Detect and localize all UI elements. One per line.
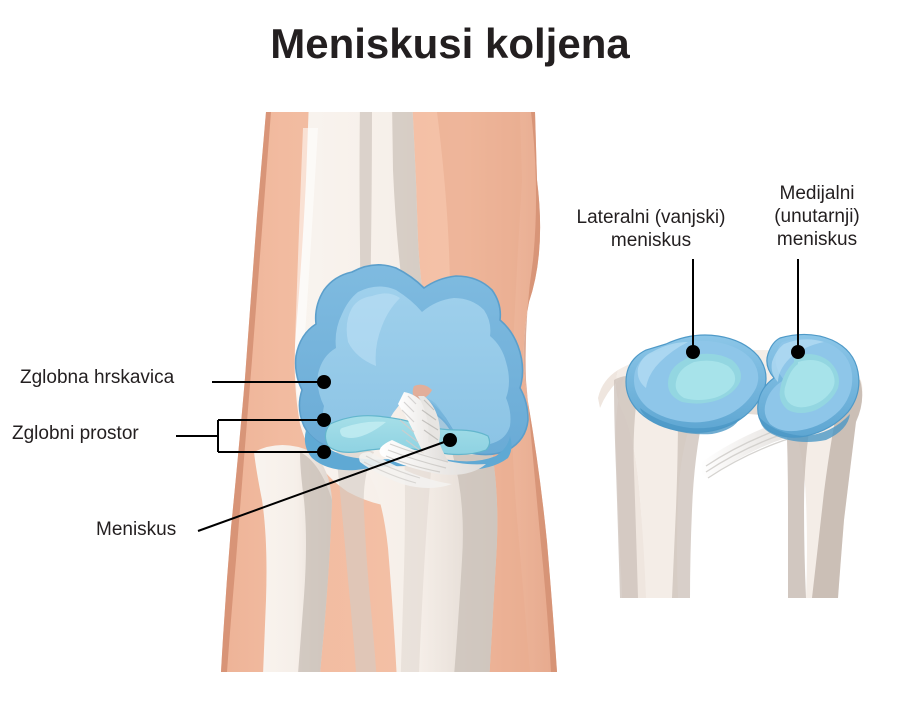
pcl-band [418, 396, 440, 446]
medial-meniscus [757, 333, 860, 442]
meniscus-rim-anterior [304, 430, 512, 471]
plateau-right-flare-shadow [812, 362, 863, 598]
label-lateral-meniscus-line2: meniskus [610, 230, 692, 251]
patellar-tendon-fibers [363, 455, 421, 484]
tibia-inner-shadow [336, 448, 378, 672]
patellar-tendon-band [359, 452, 452, 488]
intercondylar-notch [412, 384, 432, 400]
leader-lines [176, 259, 799, 532]
pcl-fibers [421, 399, 439, 441]
cruciate-ligaments [359, 392, 486, 488]
page-title: Meniskusi koljena [270, 20, 630, 67]
lateral-meniscus-under-rim [640, 408, 740, 435]
leader-line-meniscus [197, 440, 448, 532]
tibia-right-shadow [452, 452, 498, 672]
label-lateral-meniscus: Lateralni (vanjski) meniskus [556, 206, 746, 252]
label-articular-cartilage: Zglobna hrskavica [20, 367, 175, 388]
acl-band [398, 392, 450, 472]
lateral-meniscus-inner-fill [675, 360, 736, 400]
dot-joint-space-lower [317, 445, 331, 459]
lateral-meniscus [625, 334, 767, 435]
label-medial-meniscus-line3: meniskus [776, 229, 858, 250]
label-medial-meniscus-line1: Medijalni [779, 183, 855, 204]
dot-cartilage [317, 375, 331, 389]
acl-fibers [399, 395, 429, 463]
tibial-plateau-view [598, 333, 863, 598]
meniscus-rim-shape [304, 430, 512, 471]
anterior-knee-view [221, 112, 557, 672]
transverse-ligament-fibers [385, 443, 449, 473]
label-lateral-meniscus-line1: Lateralni (vanjski) [576, 207, 726, 228]
bones-and-joint [254, 112, 529, 672]
dot-meniscus [443, 433, 457, 447]
medial-meniscus-highlight [771, 339, 824, 382]
plateau-right-shadow [786, 407, 812, 598]
tibia-midline [400, 439, 434, 672]
dot-medial-meniscus [791, 345, 805, 359]
label-medial-meniscus: Medijalni (unutarnji) meniskus [752, 182, 882, 251]
plateau-left-shadow [614, 376, 640, 598]
plateau-mid-shadow [672, 408, 704, 598]
dot-lateral-meniscus [686, 345, 700, 359]
leader-dots [317, 345, 805, 459]
medial-meniscus-inner-fill [784, 360, 835, 408]
tibia [318, 433, 498, 672]
skin-left-edge [221, 112, 271, 672]
meniscus-highlight [340, 421, 386, 438]
label-joint-space: Zglobni prostor [12, 423, 139, 444]
dot-joint-space-upper [317, 413, 331, 427]
label-medial-meniscus-line2: (unutarnji) [774, 206, 860, 227]
label-meniscus: Meniskus [96, 519, 177, 540]
leader-bracket-joint-space [176, 419, 320, 453]
lateral-meniscus-highlight [637, 342, 688, 388]
articular-cartilage [294, 264, 529, 456]
fibula [254, 445, 332, 672]
cartilage-highlight [346, 293, 400, 366]
fibula-shadow [296, 452, 332, 672]
medial-meniscus-under-rim [760, 414, 850, 442]
